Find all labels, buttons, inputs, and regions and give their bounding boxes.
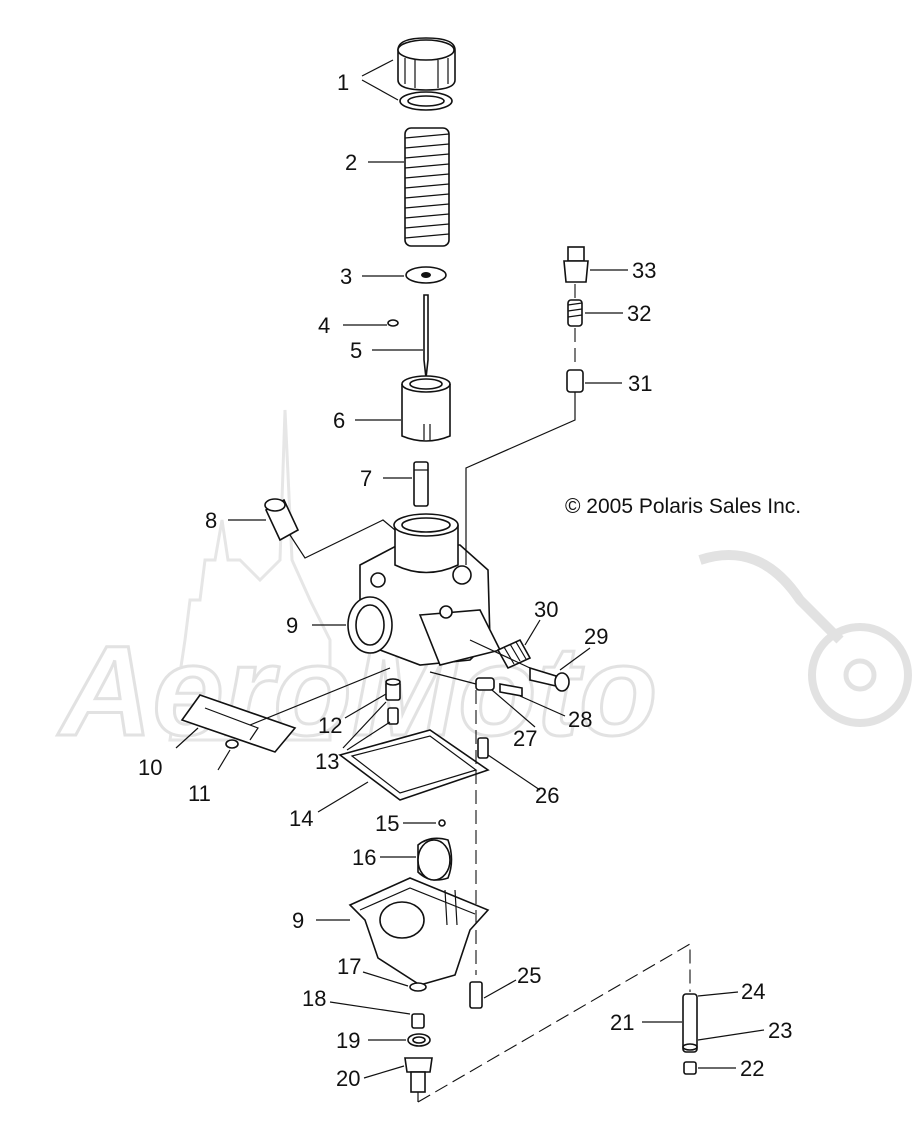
part-25-screw [469,981,483,1009]
part-10-bracket [180,694,297,753]
part-8-cap [264,498,300,542]
part-13-jet [387,707,399,725]
part-5-needle [423,294,429,379]
part-33-adjuster [563,246,589,283]
part-30-spring [496,638,532,670]
callout-11: 11 [188,781,211,806]
callout-30: 30 [534,597,558,622]
callout-12: 12 [318,713,342,738]
part-1-cap [397,37,456,111]
callout-10: 10 [138,755,162,780]
part-32-spring [567,299,583,327]
callout-25: 25 [517,963,541,988]
callout-4: 4 [318,313,330,338]
callout-7: 7 [360,466,372,491]
callout-32: 32 [627,301,651,326]
callout-26: 26 [535,783,559,808]
part-19-o-ring [407,1033,431,1047]
part-28-screw [499,683,523,697]
callout-9-upper: 9 [286,613,298,638]
callout-5: 5 [350,338,362,363]
part-9-float-bowl [348,877,490,986]
part-2-spring [404,127,450,247]
part-29-screw [529,666,570,692]
callout-22: 22 [740,1056,764,1081]
part-22-cap [683,1061,697,1075]
callout-9-lower: 9 [292,908,304,933]
callout-3: 3 [340,264,352,289]
part-16-float [417,837,453,881]
part-27-spring [475,677,495,691]
part-9-carburetor-body [347,513,502,666]
part-4-e-clip [387,319,399,327]
part-26-screw [477,737,489,759]
callout-20: 20 [336,1066,360,1091]
part-3-clip [405,266,447,284]
part-11-screw [225,739,239,749]
callout-18: 18 [302,986,326,1011]
callout-21: 21 [610,1010,634,1035]
part-21-tube [682,993,698,1053]
part-6-throttle-slide [401,375,451,442]
callout-24: 24 [741,979,765,1004]
callout-16: 16 [352,845,376,870]
callout-19: 19 [336,1028,360,1053]
copyright-notice: © 2005 Polaris Sales Inc. [565,495,801,518]
part-20-drain-plug [404,1057,433,1102]
callout-2: 2 [345,150,357,175]
callout-33: 33 [632,258,656,283]
callout-13: 13 [315,749,339,774]
callout-8: 8 [205,508,217,533]
part-17-washer [409,982,427,992]
callout-31: 31 [628,371,652,396]
callout-29: 29 [584,624,608,649]
callout-23: 23 [768,1018,792,1043]
part-18-jet [411,1013,425,1029]
callout-28: 28 [568,707,592,732]
part-15-pin [438,819,446,827]
callout-15: 15 [375,811,399,836]
callout-27: 27 [513,726,537,751]
callout-17: 17 [337,954,361,979]
callout-1: 1 [337,70,349,95]
part-31-plunger [566,369,584,393]
part-7-needle-jet [413,461,429,507]
callout-14: 14 [289,806,313,831]
callout-6: 6 [333,408,345,433]
part-12-jet [385,678,401,701]
